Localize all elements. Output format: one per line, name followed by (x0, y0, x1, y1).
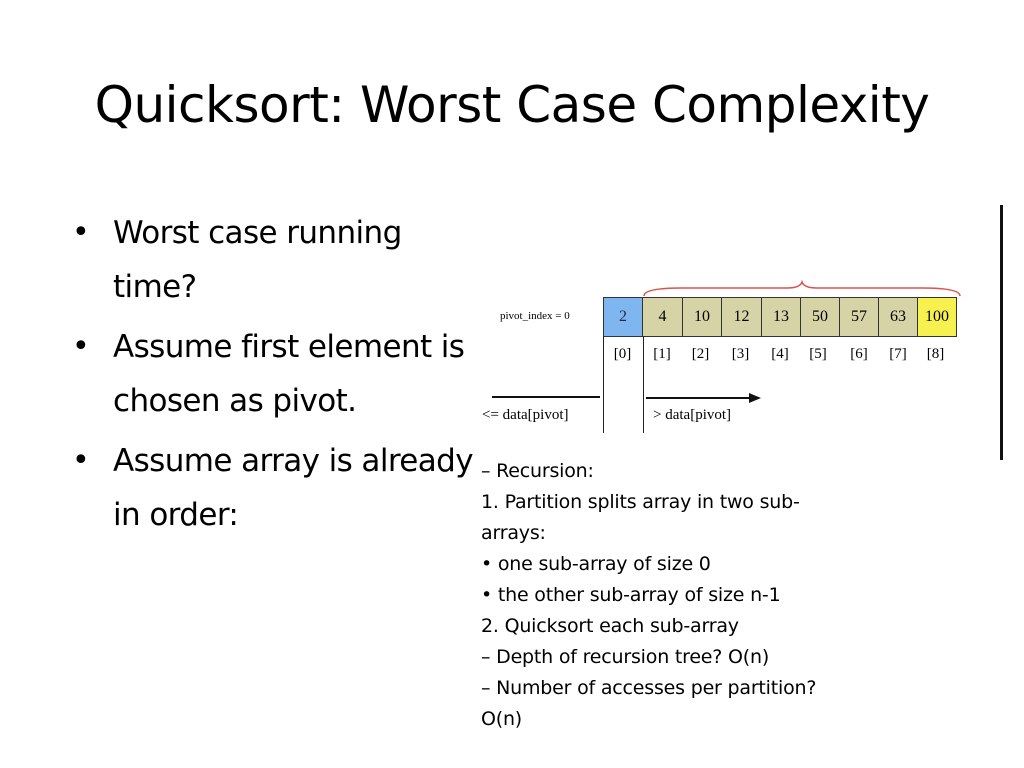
index-label: [1] (653, 346, 671, 362)
array-cell: 10 (683, 298, 722, 336)
bullet-item: • Assume array is already in order: (72, 434, 482, 542)
vertical-rule (1000, 205, 1003, 460)
bullet-item: • Assume first element is chosen as pivot… (72, 320, 482, 428)
array-cell: 50 (801, 298, 840, 336)
bullet-item: • Worst case running time? (72, 206, 482, 314)
note-line: • one sub-array of size 0 (481, 553, 711, 575)
note-line: – Recursion: (481, 460, 594, 482)
array-cell-max: 100 (918, 298, 956, 336)
index-label: [4] (771, 346, 789, 362)
left-region-line (492, 396, 600, 398)
array-cells: 2 4 10 12 13 50 57 63 100 (603, 297, 957, 337)
slide-title: Quicksort: Worst Case Complexity (94, 75, 930, 134)
index-label: [6] (850, 346, 868, 362)
right-region-label: > data[pivot] (653, 407, 732, 423)
index-label: [5] (809, 346, 827, 362)
recursion-notes: – Recursion: 1. Partition splits array i… (481, 456, 961, 735)
array-cell: 4 (643, 298, 683, 336)
bullet-list: • Worst case running time? • Assume first … (72, 206, 482, 548)
bullet-text: Assume array is already in order: (113, 443, 474, 533)
array-cell-pivot: 2 (604, 298, 643, 336)
note-line: arrays: (481, 522, 546, 544)
note-line: O(n) (481, 708, 523, 730)
array-cell: 63 (879, 298, 918, 336)
note-line: • the other sub-array of size n-1 (481, 584, 781, 606)
bullet-dot-icon: • (72, 443, 90, 478)
note-line: 1. Partition splits array in two sub- (481, 491, 800, 513)
array-cell: 57 (840, 298, 879, 336)
note-line: – Number of accesses per partition? (481, 677, 817, 699)
index-label: [2] (691, 346, 710, 362)
array-indices: [0] [1] [2] [3] [4] [5] [6] [7] [8] (603, 346, 955, 363)
array-cell: 12 (722, 298, 762, 336)
note-line: – Depth of recursion tree? O(n) (481, 646, 770, 668)
bullet-text: Assume first element is chosen as pivot. (113, 329, 465, 419)
array-cell: 13 (762, 298, 801, 336)
index-label: [0] (613, 346, 632, 362)
partition-divider-left (603, 336, 604, 433)
left-region-label: <= data[pivot] (482, 407, 569, 423)
right-arrow-icon (646, 393, 761, 403)
index-label: [7] (889, 346, 907, 362)
bullet-dot-icon: • (72, 329, 90, 364)
pivot-index-label: pivot_index = 0 (500, 310, 570, 322)
partition-diagram: pivot_index = 0 2 4 10 12 13 50 57 63 10… (482, 280, 970, 440)
bullet-dot-icon: • (72, 215, 90, 250)
index-label: [3] (731, 346, 750, 362)
partition-divider-right (643, 336, 644, 433)
note-line: 2. Quicksort each sub-array (481, 615, 739, 637)
bullet-text: Worst case running time? (113, 215, 402, 305)
index-label: [8] (926, 346, 945, 362)
curly-brace-icon (643, 280, 961, 297)
